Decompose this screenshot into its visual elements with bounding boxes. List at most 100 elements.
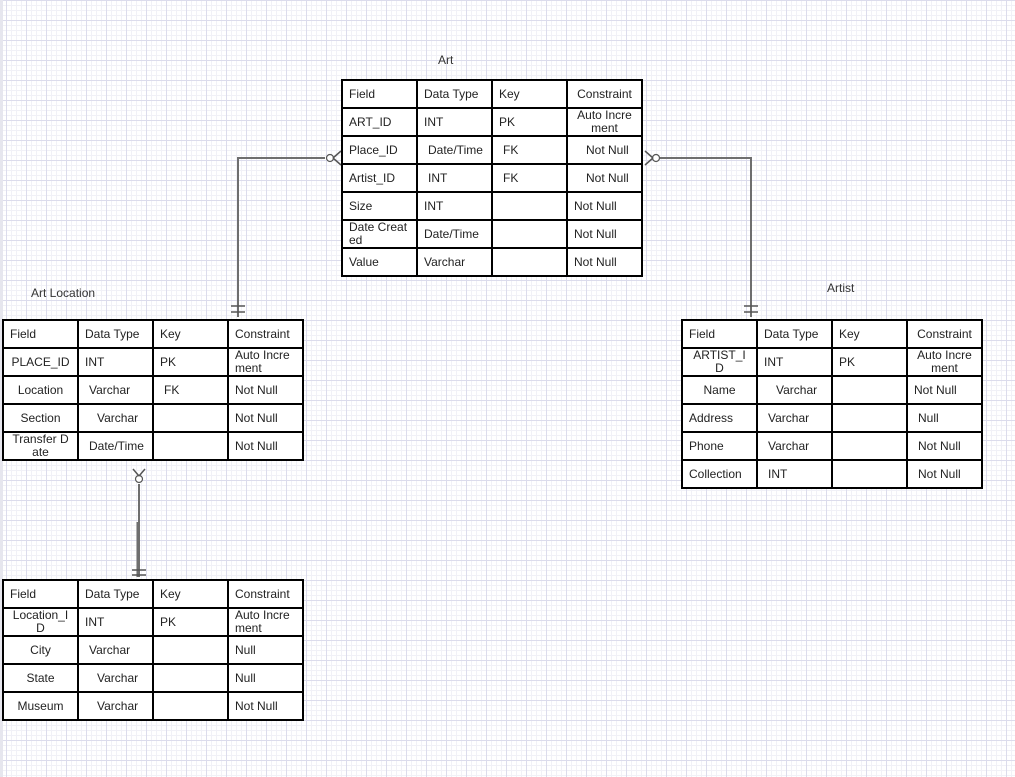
header-data-type: Data Type [77,319,154,349]
cell-constraint: Not Null [566,219,643,249]
table-row[interactable]: State Varchar Null [2,663,304,693]
cell-field: Place_ID [341,135,418,165]
cell-field: Location_ID [2,607,79,637]
cell-data-type: Varchar [77,663,154,693]
cell-key [152,663,229,693]
cell-data-type: Varchar [77,403,154,433]
cell-constraint: Auto Increment [227,347,304,377]
table-row[interactable]: Collection INT Not Null [681,459,983,489]
cell-field: Phone [681,431,758,461]
cell-data-type: Date/Time [77,431,154,461]
header-field: Field [681,319,758,349]
cell-field: ARTIST_ID [681,347,758,377]
cell-constraint: Null [227,635,304,665]
table-row[interactable]: Section Varchar Not Null [2,403,304,433]
cell-data-type: INT [756,347,833,377]
table-row[interactable]: Value Varchar Not Null [341,247,643,277]
cell-key [152,403,229,433]
table-row[interactable]: Transfer Date Date/Time Not Null [2,431,304,461]
cell-field: Collection [681,459,758,489]
header-field: Field [2,579,79,609]
table-row[interactable]: Size INT Not Null [341,191,643,221]
cell-data-type: Varchar [756,375,833,405]
table-row[interactable]: PLACE_ID INT PK Auto Increment [2,347,304,377]
table-row[interactable]: ARTIST_ID INT PK Auto Increment [681,347,983,377]
cell-data-type: INT [77,607,154,637]
cell-key [491,191,568,221]
header-constraint: Constraint [227,319,304,349]
cell-key: PK [152,607,229,637]
table-header-row: Field Data Type Key Constraint [2,319,304,349]
relationship-art-location-to-art[interactable] [231,150,342,317]
cell-key: PK [491,107,568,137]
cell-constraint: Null [906,403,983,433]
table-row[interactable]: City Varchar Null [2,635,304,665]
cell-key [831,403,908,433]
cell-data-type: INT [77,347,154,377]
canvas-left-edge [0,0,3,777]
entity-table-art-location[interactable]: Field Data Type Key Constraint PLACE_ID … [2,319,304,461]
cell-key: FK [152,375,229,405]
cell-constraint: Not Null [227,431,304,461]
entity-table-location[interactable]: Field Data Type Key Constraint Location_… [2,579,304,721]
cell-constraint: Auto Increment [566,107,643,137]
cell-key [831,459,908,489]
table-row[interactable]: Place_ID Date/Time FK Not Null [341,135,643,165]
table-row[interactable]: ART_ID INT PK Auto Increment [341,107,643,137]
relationship-artist-to-art[interactable] [644,150,758,317]
cell-constraint: Not Null [566,191,643,221]
cell-data-type: Varchar [77,635,154,665]
cell-field: Date Created [341,219,418,249]
header-constraint: Constraint [227,579,304,609]
entity-table-art[interactable]: Field Data Type Key Constraint ART_ID IN… [341,79,643,277]
entity-title-artist: Artist [827,281,855,295]
cell-constraint: Not Null [566,135,643,165]
entity-title-art-location: Art Location [31,286,96,300]
cell-data-type: INT [416,191,493,221]
cell-data-type: INT [756,459,833,489]
header-key: Key [152,579,229,609]
relationship-location-to-art-location[interactable] [132,468,146,577]
cell-field: City [2,635,79,665]
cell-data-type: Varchar [77,375,154,405]
table-row[interactable]: Phone Varchar Not Null [681,431,983,461]
cell-constraint: Not Null [906,375,983,405]
cell-data-type: Date/Time [416,219,493,249]
table-row[interactable]: Address Varchar Null [681,403,983,433]
table-row[interactable]: Name Varchar Not Null [681,375,983,405]
connector-line [237,157,325,317]
header-key: Key [491,79,568,109]
cell-key [152,431,229,461]
cell-data-type: Varchar [756,431,833,461]
cell-key: PK [831,347,908,377]
table-row[interactable]: Artist_ID INT FK Not Null [341,163,643,193]
cell-key [152,691,229,721]
table-row[interactable]: Location Varchar FK Not Null [2,375,304,405]
cell-constraint: Auto Increment [906,347,983,377]
header-constraint: Constraint [906,319,983,349]
table-row[interactable]: Location_ID INT PK Auto Increment [2,607,304,637]
cell-data-type: INT [416,107,493,137]
header-data-type: Data Type [77,579,154,609]
entity-table-artist[interactable]: Field Data Type Key Constraint ARTIST_ID… [681,319,983,489]
table-header-row: Field Data Type Key Constraint [341,79,643,109]
table-header-row: Field Data Type Key Constraint [681,319,983,349]
cell-key: PK [152,347,229,377]
cell-constraint: Not Null [227,403,304,433]
table-row[interactable]: Museum Varchar Not Null [2,691,304,721]
header-data-type: Data Type [756,319,833,349]
cell-constraint: Not Null [227,375,304,405]
cell-key [831,375,908,405]
table-row[interactable]: Date Created Date/Time Not Null [341,219,643,249]
cell-field: Museum [2,691,79,721]
cell-data-type: Varchar [77,691,154,721]
cell-key [152,635,229,665]
header-key: Key [152,319,229,349]
crow-foot-mark [332,150,342,159]
entity-title-art: Art [438,53,454,67]
cell-data-type: INT [416,163,493,193]
cell-field: Artist_ID [341,163,418,193]
connector-line [660,157,752,317]
header-constraint: Constraint [566,79,643,109]
crow-foot-mark [644,157,654,166]
